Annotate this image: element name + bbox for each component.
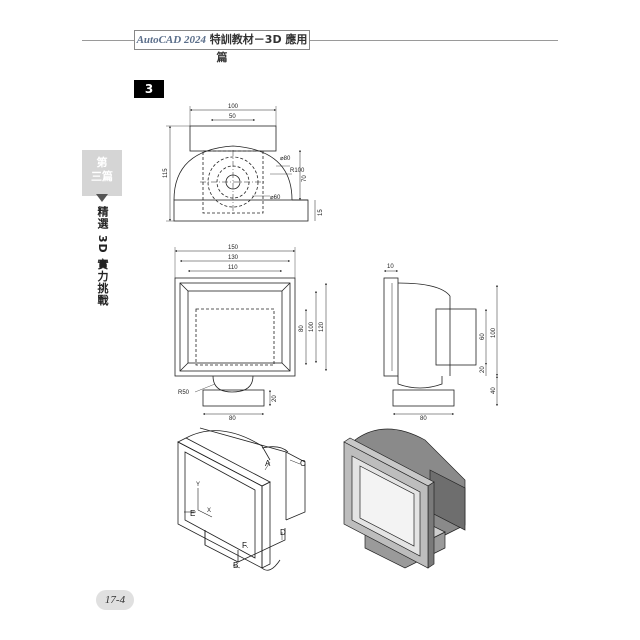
- header-rule-right: [308, 40, 558, 41]
- dim-r100: R100: [290, 168, 305, 174]
- header-brand: AutoCAD 2024: [136, 34, 206, 46]
- dim-40-side: 40: [491, 387, 497, 394]
- dim-100: 100: [228, 104, 239, 110]
- dim-150: 150: [228, 245, 239, 251]
- part-tab-line1: 第: [96, 156, 108, 169]
- dim-20-side: 20: [480, 366, 486, 373]
- dim-110: 110: [228, 265, 238, 271]
- axis-label-y: Y: [196, 482, 200, 488]
- iso-label-a: A: [265, 459, 271, 468]
- top-view: [166, 106, 316, 222]
- side-view: [383, 270, 498, 415]
- iso-label-b: B: [233, 561, 238, 570]
- header-title: AutoCAD 2024 特訓教材－3D 應用篇: [134, 30, 310, 64]
- iso-label-f: F: [242, 541, 247, 550]
- iso-shaded-view: [343, 428, 466, 569]
- dim-80-side: 80: [420, 416, 427, 422]
- dim-80-base: 80: [229, 416, 236, 422]
- dim-60-side: 60: [480, 333, 486, 340]
- iso-label-e: E: [190, 509, 195, 518]
- header-subtitle: 特訓教材－3D 應用篇: [205, 33, 308, 64]
- chevron-down-icon: [96, 194, 108, 202]
- dim-50: 50: [229, 114, 236, 120]
- dim-10-side: 10: [387, 264, 394, 270]
- part-tab: 第 三篇: [82, 150, 122, 196]
- exercise-number-badge: 3: [134, 80, 164, 98]
- header-rule-left: [82, 40, 134, 41]
- dim-130: 130: [228, 255, 239, 261]
- dim-o60: ⌀60: [270, 195, 281, 201]
- iso-label-c: C: [300, 459, 306, 468]
- dim-100-front: 100: [309, 321, 315, 332]
- page-number: 17-4: [96, 590, 134, 610]
- part-tab-line2: 三篇: [91, 170, 113, 183]
- dim-120-front: 120: [319, 321, 325, 332]
- iso-wireframe-view: [177, 427, 306, 571]
- dim-20-front: 20: [272, 395, 278, 402]
- part-tab-vertical-title: 精選 3D 實力挑戰: [96, 206, 109, 307]
- dim-80-front: 80: [299, 325, 305, 332]
- dim-15: 15: [318, 209, 324, 216]
- iso-label-d: D: [280, 528, 286, 537]
- dim-100-side: 100: [491, 327, 497, 338]
- dim-o80: ⌀80: [280, 156, 291, 162]
- front-view: [174, 247, 327, 415]
- axis-label-x: X: [207, 508, 211, 514]
- dim-115: 115: [163, 168, 169, 178]
- dim-70: 70: [302, 175, 308, 182]
- dim-r50: R50: [178, 390, 190, 396]
